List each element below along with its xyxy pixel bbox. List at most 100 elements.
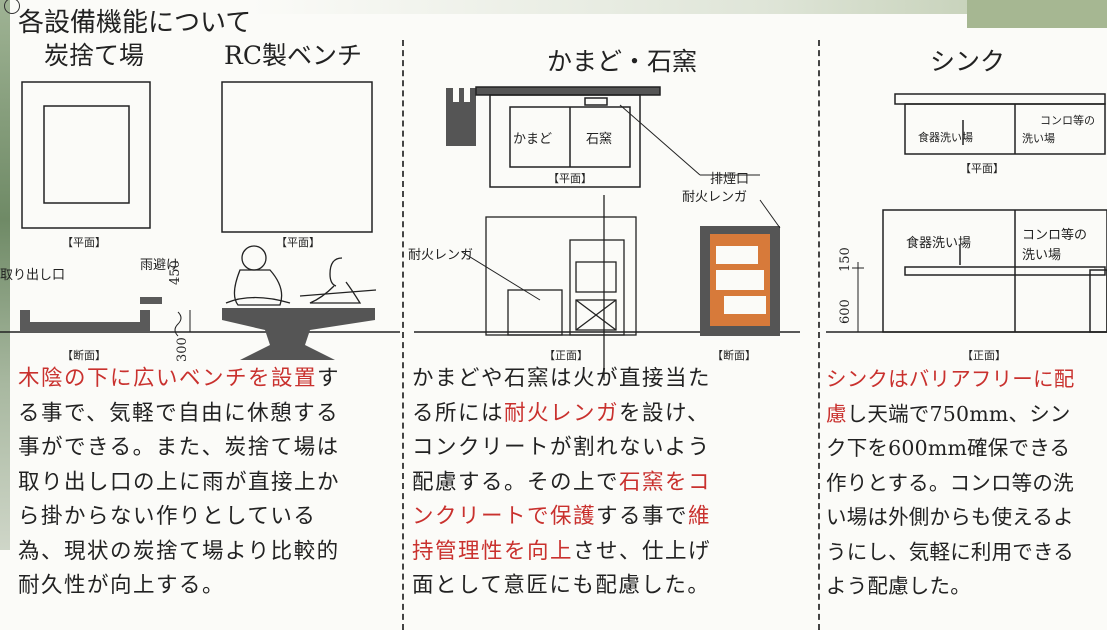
- highlighted-text: 慮: [826, 401, 847, 426]
- paragraph-line: ク下を600mm確保できる: [826, 431, 1074, 466]
- body-text: す: [317, 366, 341, 391]
- paragraph-line: かまどや石窯は火が直接当た: [412, 362, 711, 397]
- leader-firebrick-left: [461, 251, 541, 301]
- oven-section-drawing: [700, 199, 781, 336]
- paragraph-line: コンクリートが割れないよう: [412, 431, 711, 466]
- body-text: する事で: [596, 504, 689, 529]
- label-bench-plan: 【平面】: [276, 236, 320, 249]
- label-firebrick-left: 耐火レンガ: [408, 248, 474, 263]
- body-text: かまどや石窯は火が直接当た: [412, 366, 712, 391]
- highlighted-text: 木陰の下に広いベンチを設置: [18, 366, 318, 391]
- highlighted-text: ンクリートで保護: [412, 504, 597, 529]
- person-sketch-1: [225, 245, 291, 306]
- title-sink: シンク: [930, 47, 1006, 76]
- body-text: い場は外側からも使えるよ: [826, 505, 1074, 529]
- dimension-600: 600: [838, 299, 853, 324]
- column-divider-2: [818, 40, 820, 630]
- highlighted-text: 持管理性を向上: [412, 538, 574, 564]
- description-kamado-oven: かまどや石窯は火が直接当たる所には耐火レンガを設け、コンクリートが割れないよう配…: [412, 362, 711, 604]
- paragraph-line: る事で、気軽で自由に休憩する: [18, 397, 340, 432]
- label-sink-front: 【正面】: [962, 349, 1006, 362]
- body-text: る所には: [412, 400, 505, 426]
- description-sink: シンクはバリアフリーに配慮し天端で750mm、シンク下を600mm確保できる作り…: [826, 362, 1074, 604]
- label-sink-plan: 【平面】: [960, 162, 1004, 175]
- body-text: うにし、気軽に利用できる: [826, 539, 1074, 564]
- paragraph-line: い場は外側からも使えるよ: [826, 500, 1074, 535]
- highlighted-text: 維: [688, 504, 712, 529]
- paragraph-line: よう配慮した。: [826, 569, 1074, 604]
- highlighted-text: 耐火レンガ: [504, 400, 620, 426]
- paragraph-line: シンクはバリアフリーに配: [826, 362, 1074, 397]
- paragraph-line: 配慮する。その上で石窯をコ: [412, 466, 711, 501]
- body-text: よう配慮した。: [826, 574, 971, 598]
- body-text: 作りとする。コンロ等の洗: [826, 470, 1074, 495]
- body-text: ら掛からない作りとしている: [18, 504, 317, 529]
- body-text: る事で、気軽で自由に休憩する: [18, 400, 340, 426]
- body-text: コンクリートが割れないよう: [412, 435, 711, 460]
- description-bench-ash: 木陰の下に広いベンチを設置する事で、気軽で自由に休憩する事ができる。また、炭捨て…: [18, 362, 340, 604]
- label-dish-washing-front: 食器洗い場: [906, 236, 972, 251]
- label-dish-washing-plan: 食器洗い場: [918, 131, 973, 144]
- label-stone-oven: 石窯: [586, 132, 613, 147]
- paragraph-line: 耐久性が向上する。: [18, 569, 340, 604]
- label-rain-cover: 雨避け: [140, 258, 180, 273]
- paragraph-line: 面として意匠にも配慮した。: [412, 569, 711, 604]
- dimension-300: 300: [175, 337, 190, 362]
- leader-flue: [619, 104, 701, 176]
- body-text: 耐久性が向上する。: [18, 573, 226, 598]
- bench-section-drawing: [222, 308, 375, 360]
- label-firebrick-right: 耐火レンガ: [682, 190, 748, 205]
- body-text: 配慮する。その上で: [412, 469, 620, 495]
- paragraph-line: ら掛からない作りとしている: [18, 500, 340, 535]
- label-oven-section: 【断面】: [712, 349, 756, 362]
- kamado-front-drawing: [485, 195, 637, 380]
- body-text: 事ができる。また、炭捨て場は: [18, 435, 340, 460]
- paragraph-line: 木陰の下に広いベンチを設置す: [18, 362, 340, 397]
- label-stove-washing-plan-2: 洗い場: [1022, 132, 1055, 145]
- highlighted-text: シンクはバリアフリーに配: [826, 367, 1075, 391]
- paragraph-line: 慮し天端で750mm、シン: [826, 397, 1074, 432]
- section-heading: 各設備機能について: [18, 8, 252, 38]
- label-flue: 排煙口: [710, 172, 750, 187]
- dimension-450: 450: [168, 260, 183, 285]
- title-kamado-oven: かまど・石窯: [547, 47, 698, 76]
- paragraph-line: うにし、気軽に利用できる: [826, 535, 1074, 570]
- paragraph-line: 事ができる。また、炭捨て場は: [18, 431, 340, 466]
- paragraph-line: ンクリートで保護する事で維: [412, 500, 711, 535]
- body-text: ク下を600mm確保できる: [826, 436, 1071, 460]
- label-outlet: 取り出し口: [0, 268, 66, 283]
- paragraph-line: 作りとする。コンロ等の洗: [826, 466, 1074, 501]
- label-stove-washing-front-2: 洗い場: [1022, 248, 1062, 263]
- sink-dimension-marks: [852, 262, 864, 332]
- title-rc-bench: RC製ベンチ: [224, 41, 362, 70]
- dimension-marks: [174, 310, 191, 337]
- body-text: 為、現状の炭捨て場より比較的: [18, 538, 340, 564]
- body-text: を設け、: [619, 400, 710, 426]
- label-ash-plan: 【平面】: [62, 236, 106, 249]
- person-sketch-2: [299, 257, 377, 304]
- dimension-150: 150: [838, 247, 853, 272]
- paragraph-line: る所には耐火レンガを設け、: [412, 397, 711, 432]
- body-text: させ、仕上げ: [573, 538, 712, 564]
- body-text: 面として意匠にも配慮した。: [412, 573, 711, 598]
- label-stove-washing-plan-1: コンロ等の: [1040, 114, 1095, 127]
- bench-plan-drawing: [221, 81, 373, 233]
- label-ash-section: 【断面】: [62, 349, 106, 362]
- background-photo-strip-left: [0, 0, 10, 550]
- paragraph-line: 為、現状の炭捨て場より比較的: [18, 535, 340, 570]
- background-photo-strip-top: [250, 0, 1107, 14]
- title-ash-disposal: 炭捨て場: [44, 41, 145, 70]
- label-stove-washing-front-1: コンロ等の: [1022, 228, 1088, 243]
- label-kamado-front: 【正面】: [544, 349, 588, 362]
- ash-pit-section-drawing: [20, 297, 162, 332]
- body-text: 取り出し口の上に雨が直接上か: [18, 469, 341, 495]
- section-number-circle: [4, 0, 20, 14]
- chimney-block-left: [446, 88, 476, 146]
- highlighted-text: 石窯をコ: [619, 469, 712, 495]
- paragraph-line: 取り出し口の上に雨が直接上か: [18, 466, 340, 501]
- ash-pit-plan-drawing: [21, 81, 151, 229]
- label-kamado: かまど: [513, 132, 553, 147]
- background-photo-corner: [967, 0, 1107, 28]
- body-text: し天端で750mm、シン: [846, 401, 1071, 426]
